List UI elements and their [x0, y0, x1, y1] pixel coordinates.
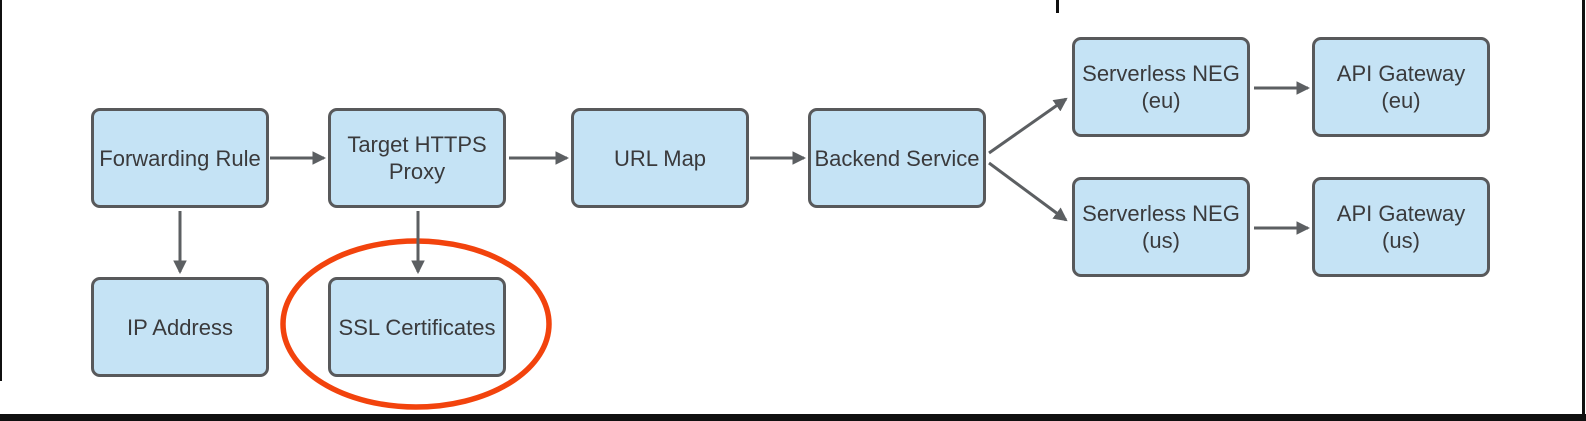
- screen-edge-left: [0, 0, 2, 381]
- screen-edge-right: [1582, 0, 1585, 421]
- node-url-map-label: URL Map: [613, 145, 707, 171]
- node-serverless-neg-eu: Serverless NEG (eu): [1072, 37, 1250, 137]
- node-target-https-proxy: Target HTTPS Proxy: [328, 108, 506, 208]
- node-url-map: URL Map: [571, 108, 749, 208]
- node-backend-service: Backend Service: [808, 108, 986, 208]
- node-ip-address-label: IP Address: [127, 314, 233, 340]
- node-ssl-certificates-label: SSL Certificates: [338, 314, 496, 340]
- node-ip-address: IP Address: [91, 277, 269, 377]
- node-backend-service-label: Backend Service: [814, 145, 980, 171]
- node-target-https-proxy-label: Target HTTPS Proxy: [347, 132, 487, 184]
- node-api-gateway-eu: API Gateway (eu): [1312, 37, 1490, 137]
- node-api-gateway-us-label: API Gateway (us): [1336, 201, 1466, 253]
- node-api-gateway-us: API Gateway (us): [1312, 177, 1490, 277]
- node-api-gateway-eu-label: API Gateway (eu): [1336, 61, 1466, 113]
- node-forwarding-rule: Forwarding Rule: [91, 108, 269, 208]
- screen-edge-bottom: [0, 414, 1586, 421]
- node-forwarding-rule-label: Forwarding Rule: [99, 145, 261, 171]
- top-edge-tick: [1056, 0, 1059, 13]
- node-serverless-neg-eu-label: Serverless NEG (eu): [1082, 61, 1240, 113]
- node-serverless-neg-us-label: Serverless NEG (us): [1082, 201, 1240, 253]
- node-serverless-neg-us: Serverless NEG (us): [1072, 177, 1250, 277]
- edge-backend-service-to-serverless-neg-eu: [988, 97, 1068, 155]
- edge-backend-service-to-serverless-neg-us: [988, 161, 1068, 222]
- node-ssl-certificates: SSL Certificates: [328, 277, 506, 377]
